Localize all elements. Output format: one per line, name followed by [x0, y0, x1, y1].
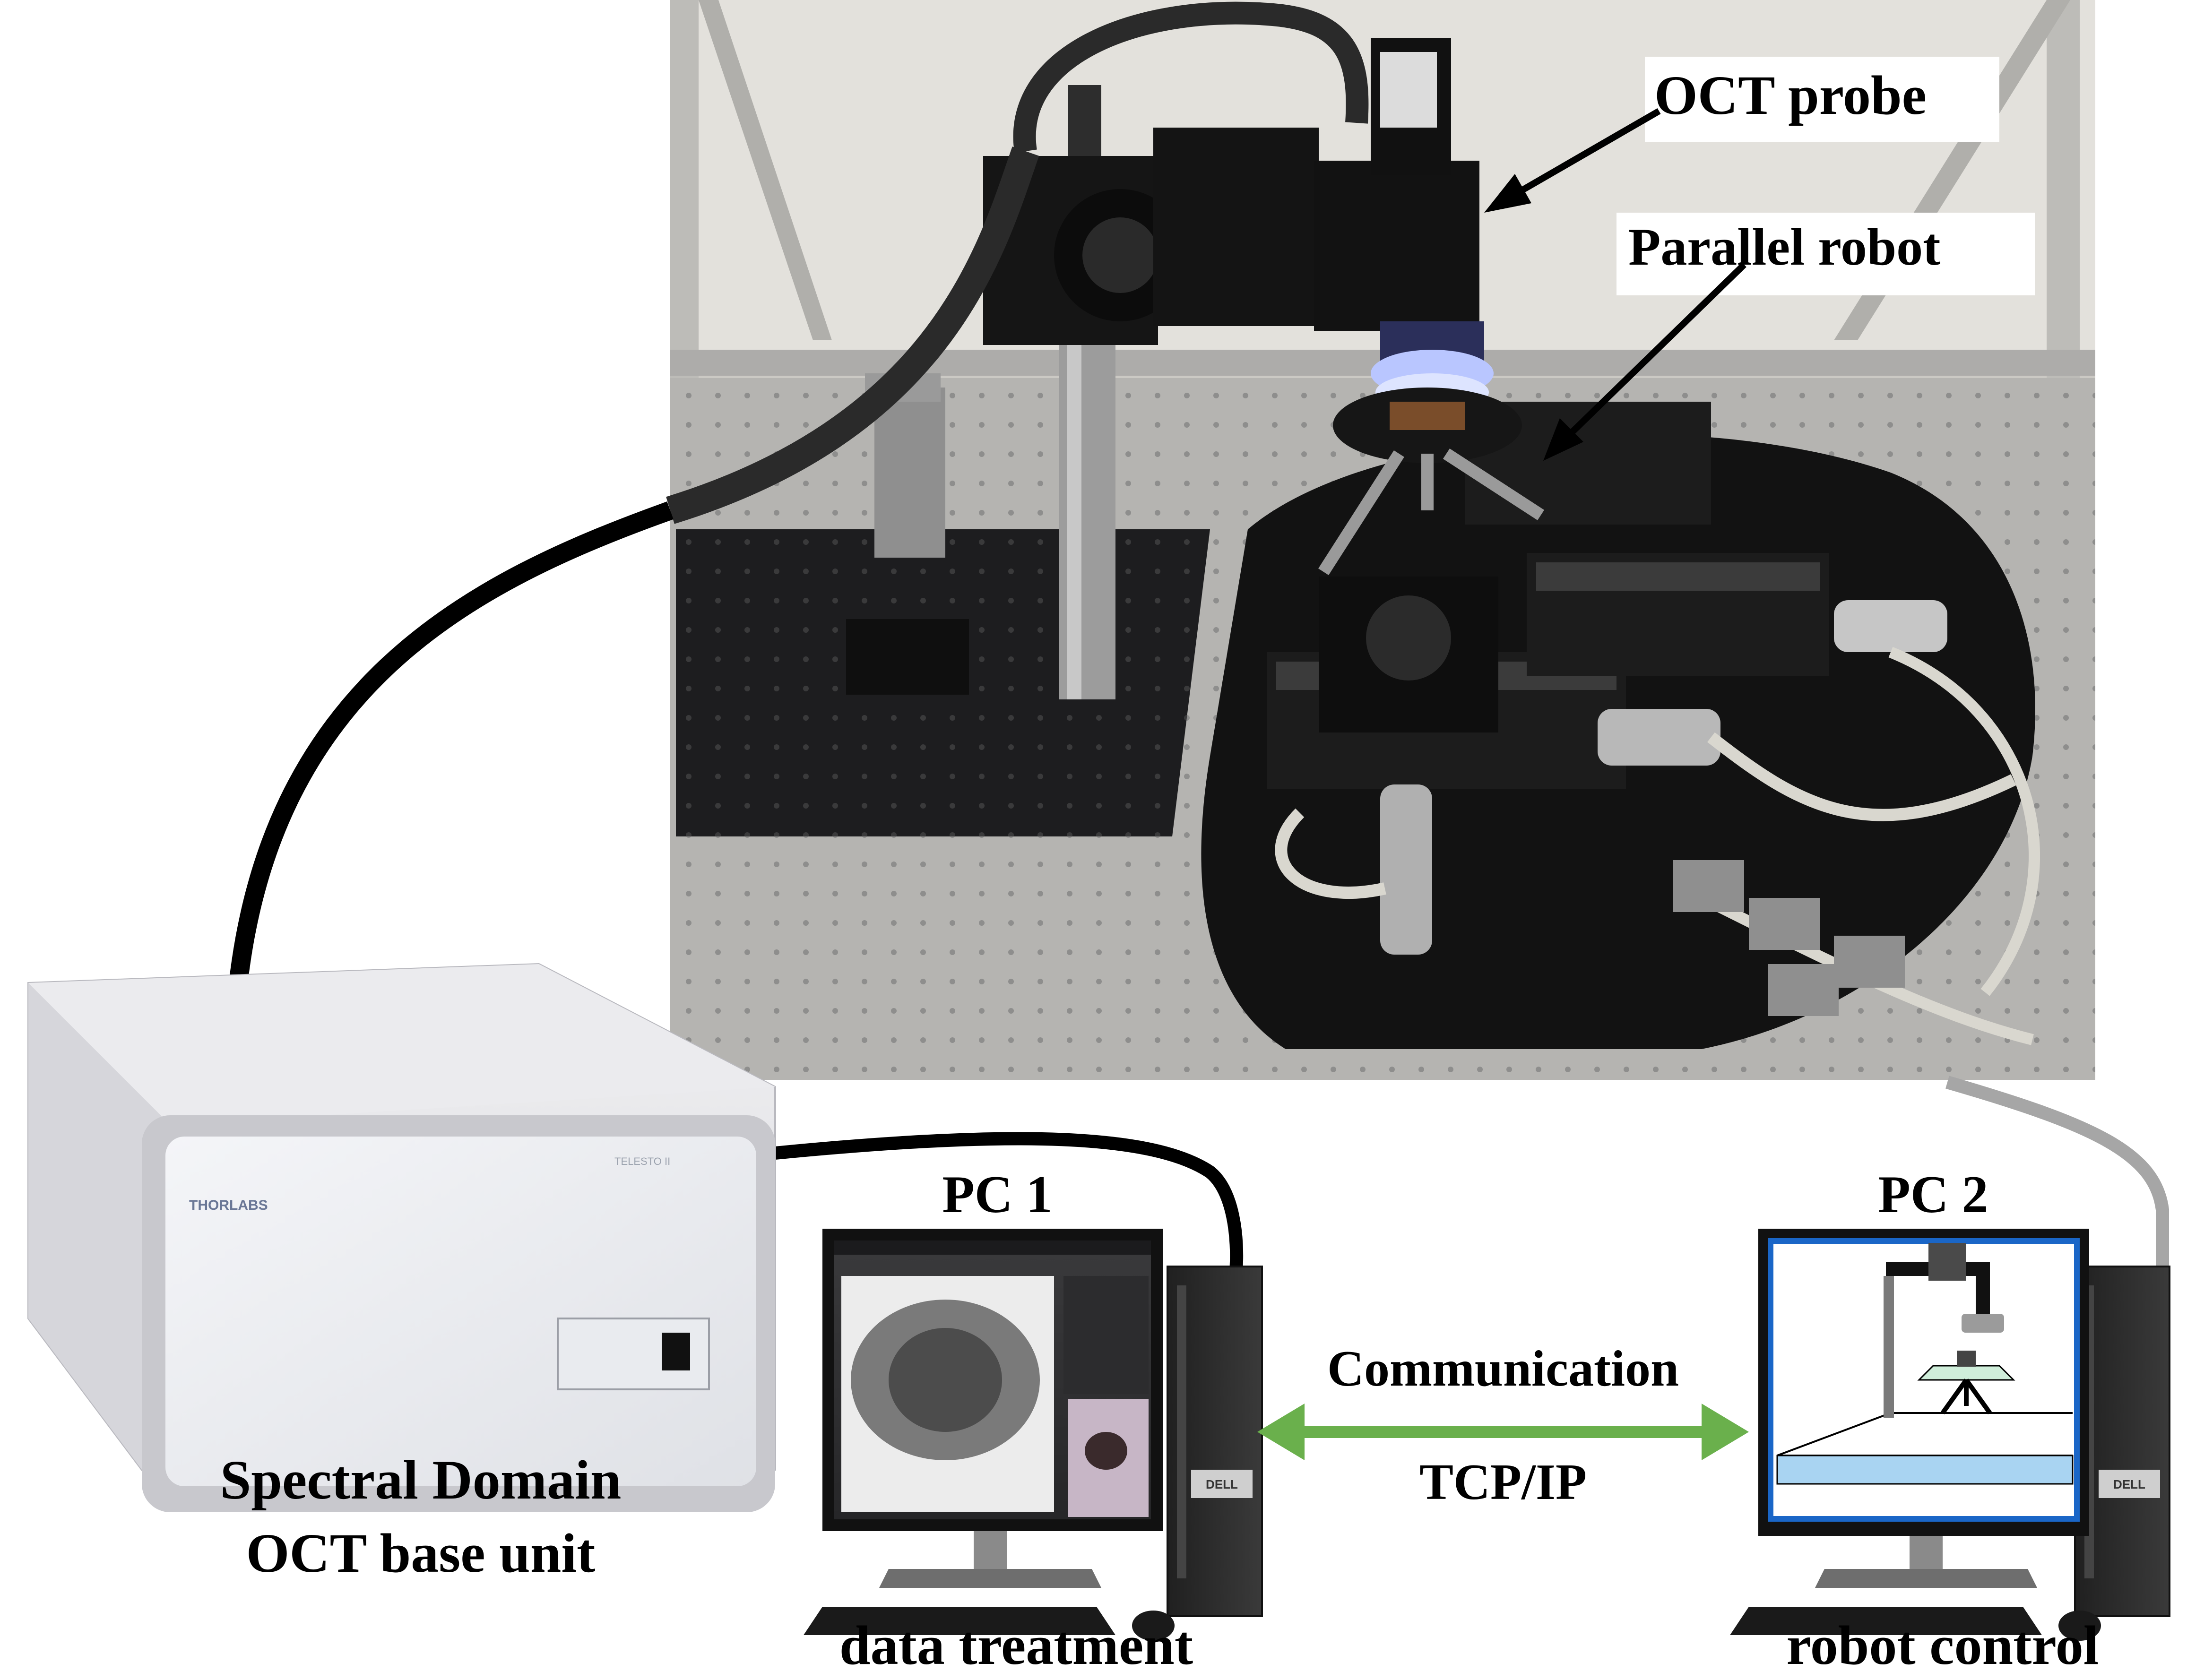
annotation-arrows [1484, 108, 1746, 461]
oct-scan-head [983, 38, 1494, 411]
pc2-workstation: DELL [1730, 1229, 2170, 1641]
base-unit-label-line1: Spectral Domain [220, 1449, 622, 1511]
robot-to-pc2-cable [1945, 1076, 2169, 1271]
communication-label: Communication [1327, 1341, 1679, 1397]
pc1-label: PC 1 [942, 1165, 1053, 1224]
oct-box-brand: THORLABS [189, 1198, 268, 1213]
breadboard-stand [676, 85, 1210, 836]
parallel-robot-label: Parallel robot [1628, 218, 1941, 276]
oct-probe-label: OCT probe [1654, 64, 1927, 126]
oct-cable-to-base [227, 501, 674, 1003]
pc2-label: PC 2 [1878, 1165, 1988, 1224]
probe-cable-lower [666, 146, 1039, 524]
pc1-role-label: data treatment [839, 1614, 1193, 1676]
pc2-role-label: robot control [1786, 1614, 2099, 1676]
pc1-workstation: DELL [804, 1229, 1263, 1641]
label-bg-oct-probe [1645, 57, 1999, 142]
communication-arrow [1257, 1404, 1749, 1460]
base-unit-label-line2: OCT base unit [246, 1522, 596, 1584]
pc2-tower-brand: DELL [2113, 1477, 2145, 1491]
oct-box-model: TELESTO II [614, 1155, 670, 1167]
parallel-robot [1201, 388, 2040, 1050]
pc1-tower-brand: DELL [1206, 1477, 1238, 1491]
oct-base-unit: THORLABS TELESTO II [27, 963, 776, 1512]
probe-cable [1013, 1, 1369, 153]
label-bg-parallel-robot [1616, 213, 2035, 295]
protocol-label: TCP/IP [1419, 1454, 1587, 1510]
base-to-pc1-cable [774, 1132, 1244, 1272]
